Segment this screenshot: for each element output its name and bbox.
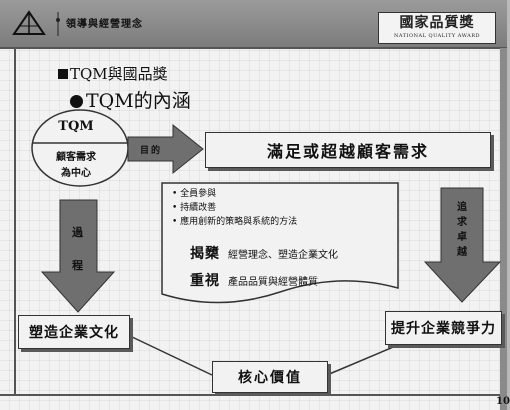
customer-center-label: 顧客需求 為中心 (30, 150, 122, 182)
culture-box: 塑造企業文化 (18, 315, 130, 349)
dot-bullet-icon (70, 95, 83, 108)
goal-box: 滿足或超越顧客需求 (205, 132, 491, 168)
slide-heading-text: TQM與國品獎 (70, 65, 168, 83)
pillar-value: 經營理念、塑造企業文化 (228, 250, 338, 261)
bullet-item: • 全員參與 (172, 189, 217, 199)
slide-subheading: TQM的內涵 (70, 86, 191, 113)
process-label-char-1: 過 (72, 226, 83, 239)
connector-right (326, 339, 411, 376)
award-badge: 國家品質獎 NATIONAL QUALITY AWARD (378, 12, 496, 44)
square-bullet-icon (58, 69, 68, 79)
content-document (161, 182, 399, 304)
bullet-item: • 應用創新的策略與系統的方法 (172, 217, 298, 227)
process-arrow (40, 199, 116, 313)
pillar-value: 產品品質與經營體質 (228, 277, 318, 288)
connector-left (129, 335, 213, 376)
right-band (500, 48, 507, 410)
excellence-label: 追求卓越 (457, 202, 467, 258)
slide-heading: TQM與國品獎 (58, 63, 168, 84)
tqm-label: TQM (58, 119, 94, 134)
pillar-key: 重視 (190, 273, 220, 289)
pillar-key: 揭櫫 (190, 246, 220, 262)
award-subtitle: NATIONAL QUALITY AWARD (394, 33, 480, 39)
page-number: 10 (496, 396, 510, 407)
competitiveness-box: 提升企業競爭力 (385, 311, 502, 345)
pillar-row: 重視產品品質與經營體質 (190, 270, 318, 290)
bullet-item: • 持續改善 (172, 203, 217, 213)
bullet-list: • 全員參與 • 持續改善 • 應用創新的策略與系統的方法 (172, 187, 297, 229)
header-tagline: 領導與經營理念 (66, 19, 143, 30)
process-label-char-2: 程 (72, 259, 83, 272)
purpose-label: 目的 (140, 146, 163, 156)
divider-icon (56, 12, 60, 36)
logo-icon (12, 10, 46, 35)
customer-center-line1: 顧客需求 (56, 152, 96, 163)
award-title: 國家品質獎 (399, 15, 475, 31)
excellence-arrow (423, 187, 502, 303)
bottom-rule (0, 394, 500, 396)
header-bar: 領導與經營理念 國家品質獎 NATIONAL QUALITY AWARD (0, 0, 507, 49)
left-rule (14, 48, 16, 396)
core-value-box: 核心價值 (212, 361, 328, 393)
slide-subheading-text: TQM的內涵 (86, 90, 191, 112)
pillar-row: 揭櫫經營理念、塑造企業文化 (190, 243, 338, 263)
purpose-arrow (127, 123, 204, 175)
customer-center-line2: 為中心 (61, 168, 91, 179)
